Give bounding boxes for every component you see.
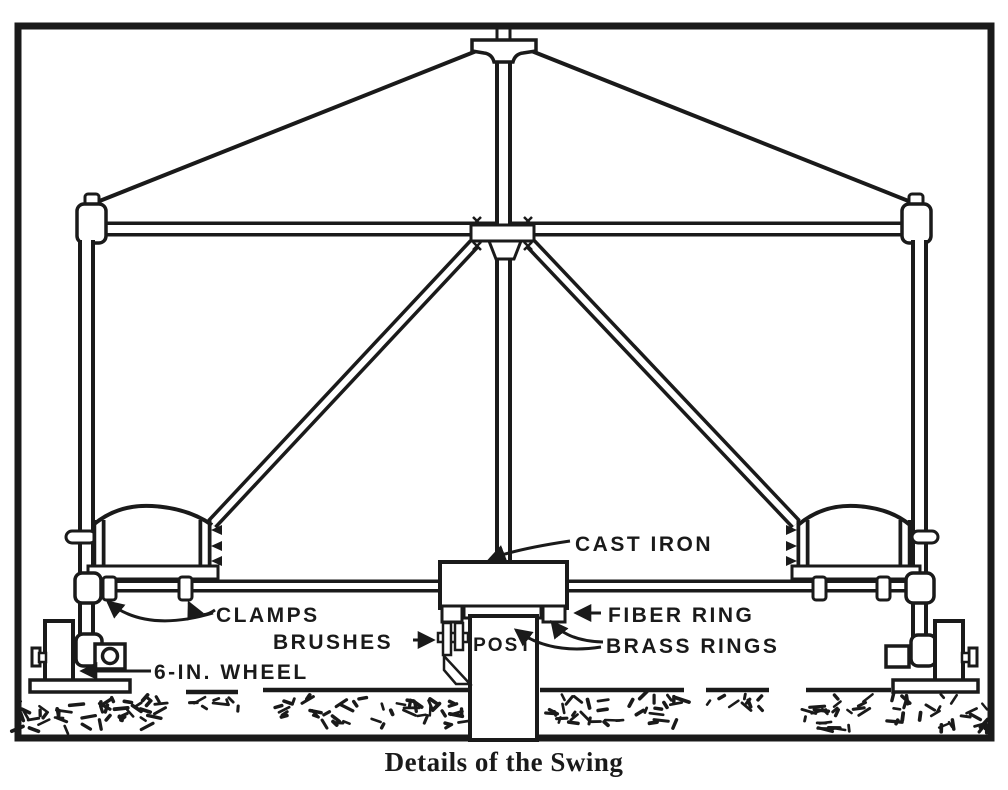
clamp bbox=[177, 575, 194, 602]
wheel-box bbox=[43, 619, 75, 690]
brass-rings-arrow bbox=[513, 628, 602, 651]
corner-fitting-left bbox=[75, 192, 108, 245]
brush-assembly bbox=[436, 621, 473, 686]
seat-right bbox=[786, 503, 922, 581]
base-plate bbox=[891, 678, 980, 694]
seat-bolts bbox=[786, 525, 797, 566]
top-cap-fitting bbox=[470, 29, 538, 64]
cast-iron-arrow bbox=[487, 539, 571, 562]
clamps-arrow bbox=[187, 600, 216, 621]
cast-iron-housing bbox=[438, 560, 569, 610]
guy-wires bbox=[91, 48, 917, 206]
wheel-assembly-left bbox=[28, 619, 132, 694]
hub-assembly bbox=[469, 216, 536, 261]
guy-wire-right bbox=[528, 48, 917, 206]
label-fiber-ring: FIBER RING bbox=[608, 604, 754, 627]
post-peg bbox=[64, 529, 98, 545]
wheel-elbow bbox=[909, 633, 938, 668]
wheel-box bbox=[933, 619, 965, 690]
label-clamps: CLAMPS bbox=[216, 604, 320, 627]
rail-elbow-right bbox=[904, 571, 936, 605]
label-arrows bbox=[79, 539, 604, 680]
clamp bbox=[811, 575, 828, 602]
clamp-sleeves bbox=[101, 575, 892, 602]
seat-bolts bbox=[211, 525, 222, 566]
label-wheel: 6-IN. WHEEL bbox=[154, 661, 309, 684]
clamp bbox=[875, 575, 892, 602]
guy-wire-left bbox=[91, 48, 480, 206]
label-cast-iron: CAST IRON bbox=[575, 533, 713, 556]
axle-knob bbox=[37, 651, 48, 664]
seat-left bbox=[86, 503, 222, 581]
wheel-assembly-right bbox=[884, 619, 980, 694]
axle-knob bbox=[960, 651, 971, 664]
labels: CAST IRON CLAMPS BRUSHES POST FIBER RING… bbox=[154, 533, 779, 684]
rail-elbow-left bbox=[73, 571, 103, 605]
clamp bbox=[101, 575, 118, 602]
label-brushes: BRUSHES bbox=[273, 631, 393, 654]
bearing-block bbox=[884, 644, 911, 669]
axle-hole bbox=[100, 646, 120, 666]
hub-bolts bbox=[472, 216, 533, 251]
diagonal-braces bbox=[207, 239, 801, 529]
brass-rings-arrow bbox=[550, 619, 604, 644]
base-plate bbox=[28, 678, 132, 694]
ground-hatching bbox=[9, 689, 993, 735]
label-brass-rings: BRASS RINGS bbox=[606, 635, 779, 658]
ground-lines bbox=[186, 687, 891, 695]
post-peg bbox=[910, 529, 940, 545]
label-post: POST bbox=[473, 635, 533, 656]
figure-caption: Details of the Swing bbox=[385, 747, 624, 777]
brush-bracket bbox=[442, 652, 473, 686]
